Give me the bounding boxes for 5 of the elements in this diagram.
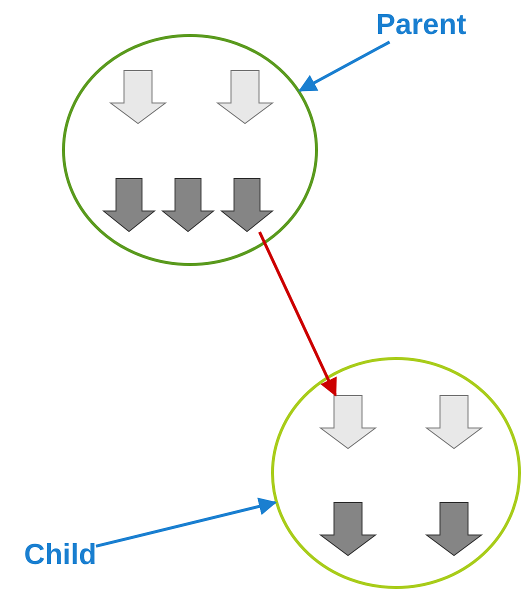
arrow bbox=[258, 231, 337, 397]
label-text: Child bbox=[24, 538, 96, 572]
arrow bbox=[298, 40, 390, 92]
arrow bbox=[96, 498, 277, 548]
label-text: Parent bbox=[376, 8, 466, 42]
